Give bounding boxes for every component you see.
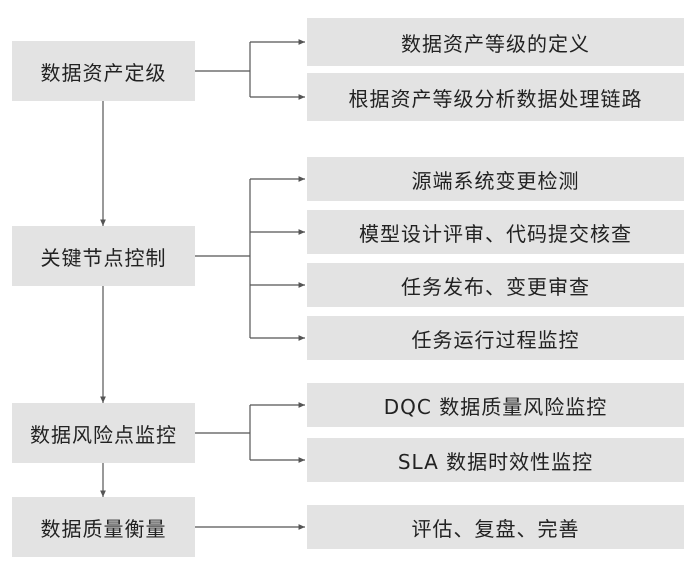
leaf-box-evaluate-review-improve: 评估、复盘、完善 <box>307 505 684 549</box>
leaf-box-task-run-monitoring: 任务运行过程监控 <box>307 316 684 360</box>
stage-box-quality-measurement: 数据质量衡量 <box>12 497 195 557</box>
leaf-box-asset-level-definition: 数据资产等级的定义 <box>307 18 684 66</box>
leaf-box-source-change-detection: 源端系统变更检测 <box>307 157 684 201</box>
stage-box-risk-monitoring: 数据风险点监控 <box>12 403 195 463</box>
leaf-box-model-code-review: 模型设计评审、代码提交核查 <box>307 210 684 254</box>
stage-box-key-node-control: 关键节点控制 <box>12 226 195 286</box>
leaf-box-sla-monitoring: SLA 数据时效性监控 <box>307 438 684 482</box>
leaf-box-release-change-review: 任务发布、变更审查 <box>307 263 684 307</box>
leaf-box-processing-link-analysis: 根据资产等级分析数据处理链路 <box>307 73 684 121</box>
leaf-box-dqc-monitoring: DQC 数据质量风险监控 <box>307 383 684 427</box>
stage-box-asset-grading: 数据资产定级 <box>12 41 195 101</box>
